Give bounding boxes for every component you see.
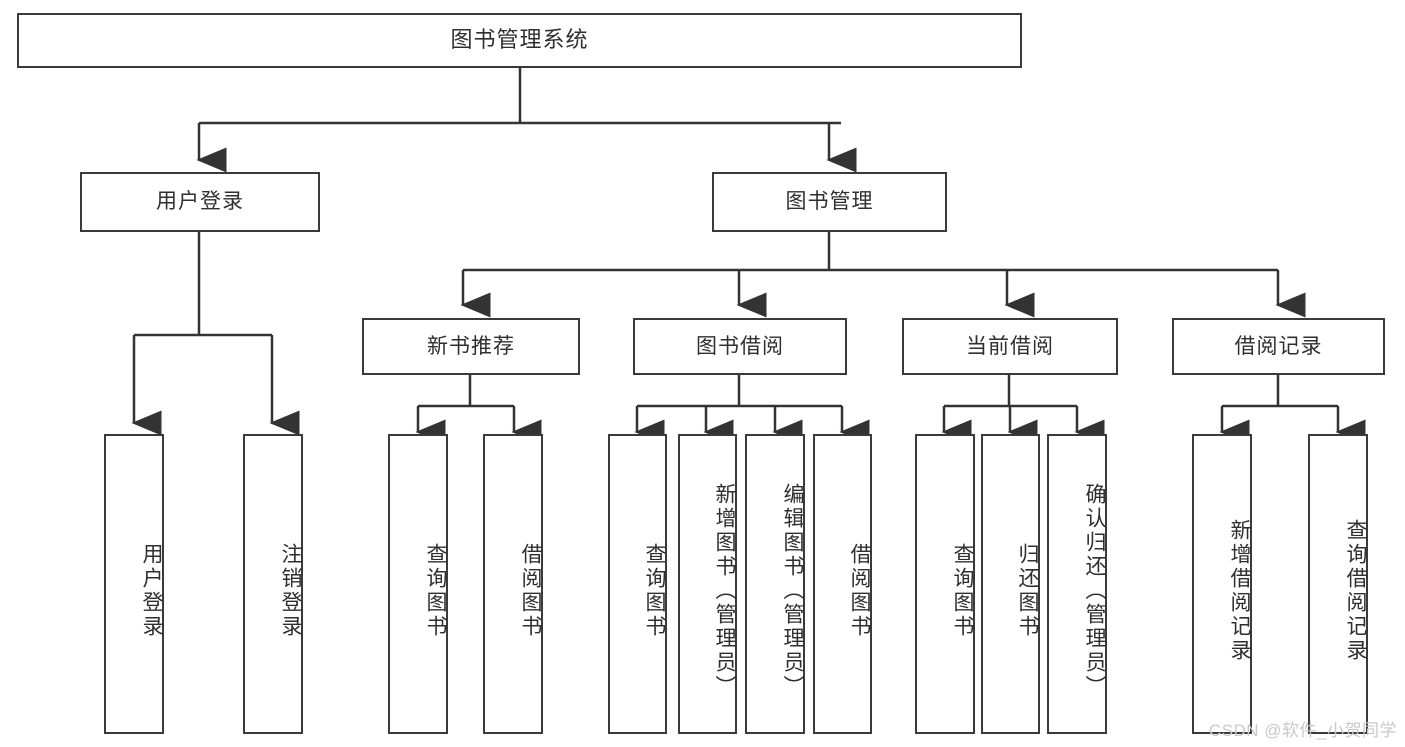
leaf-user-login-login[interactable]: 用户登录 bbox=[104, 434, 164, 734]
node-label: 归还图书 bbox=[1016, 543, 1039, 639]
node-user-login[interactable]: 用户登录 bbox=[80, 172, 320, 232]
leaf-borrow-add-book-admin[interactable]: 新增图书（管理员） bbox=[678, 434, 737, 734]
node-book-borrow[interactable]: 图书借阅 bbox=[633, 318, 847, 375]
node-label: 查询图书 bbox=[424, 543, 447, 639]
leaf-recommend-borrow-book[interactable]: 借阅图书 bbox=[483, 434, 543, 734]
node-label: 新增借阅记录 bbox=[1228, 519, 1251, 663]
leaf-borrow-borrow-book[interactable]: 借阅图书 bbox=[813, 434, 872, 734]
node-label: 用户登录 bbox=[156, 190, 244, 214]
node-root-system[interactable]: 图书管理系统 bbox=[17, 13, 1022, 68]
node-current-borrow[interactable]: 当前借阅 bbox=[902, 318, 1118, 375]
leaf-record-query-record[interactable]: 查询借阅记录 bbox=[1308, 434, 1368, 734]
node-label: 用户登录 bbox=[140, 543, 163, 639]
leaf-recommend-query-book[interactable]: 查询图书 bbox=[388, 434, 448, 734]
node-label: 注销登录 bbox=[279, 543, 302, 639]
node-label: 查询借阅记录 bbox=[1344, 519, 1367, 663]
node-borrow-record[interactable]: 借阅记录 bbox=[1172, 318, 1385, 375]
node-label: 确认归还（管理员） bbox=[1083, 483, 1106, 699]
node-label: 图书管理系统 bbox=[450, 27, 589, 53]
leaf-record-add-record[interactable]: 新增借阅记录 bbox=[1192, 434, 1252, 734]
leaf-current-confirm-return-admin[interactable]: 确认归还（管理员） bbox=[1047, 434, 1107, 734]
node-book-management[interactable]: 图书管理 bbox=[712, 172, 947, 232]
node-new-book-recommend[interactable]: 新书推荐 bbox=[362, 318, 580, 375]
node-label: 新增图书（管理员） bbox=[713, 483, 736, 699]
node-label: 借阅图书 bbox=[848, 543, 871, 639]
leaf-current-return-book[interactable]: 归还图书 bbox=[981, 434, 1040, 734]
node-label: 编辑图书（管理员） bbox=[781, 483, 804, 699]
leaf-user-login-logout[interactable]: 注销登录 bbox=[243, 434, 303, 734]
node-label: 图书借阅 bbox=[696, 334, 784, 358]
leaf-borrow-query-book[interactable]: 查询图书 bbox=[608, 434, 667, 734]
node-label: 新书推荐 bbox=[427, 334, 515, 358]
node-label: 图书管理 bbox=[785, 190, 874, 214]
node-label: 查询图书 bbox=[643, 543, 666, 639]
node-label: 当前借阅 bbox=[966, 334, 1054, 358]
leaf-borrow-edit-book-admin[interactable]: 编辑图书（管理员） bbox=[745, 434, 805, 734]
watermark-text: CSDN @软件_小贺同学 bbox=[1208, 721, 1397, 740]
node-label: 查询图书 bbox=[951, 543, 974, 639]
leaf-current-query-book[interactable]: 查询图书 bbox=[915, 434, 975, 734]
node-label: 借阅图书 bbox=[519, 543, 542, 639]
node-label: 借阅记录 bbox=[1234, 334, 1323, 358]
